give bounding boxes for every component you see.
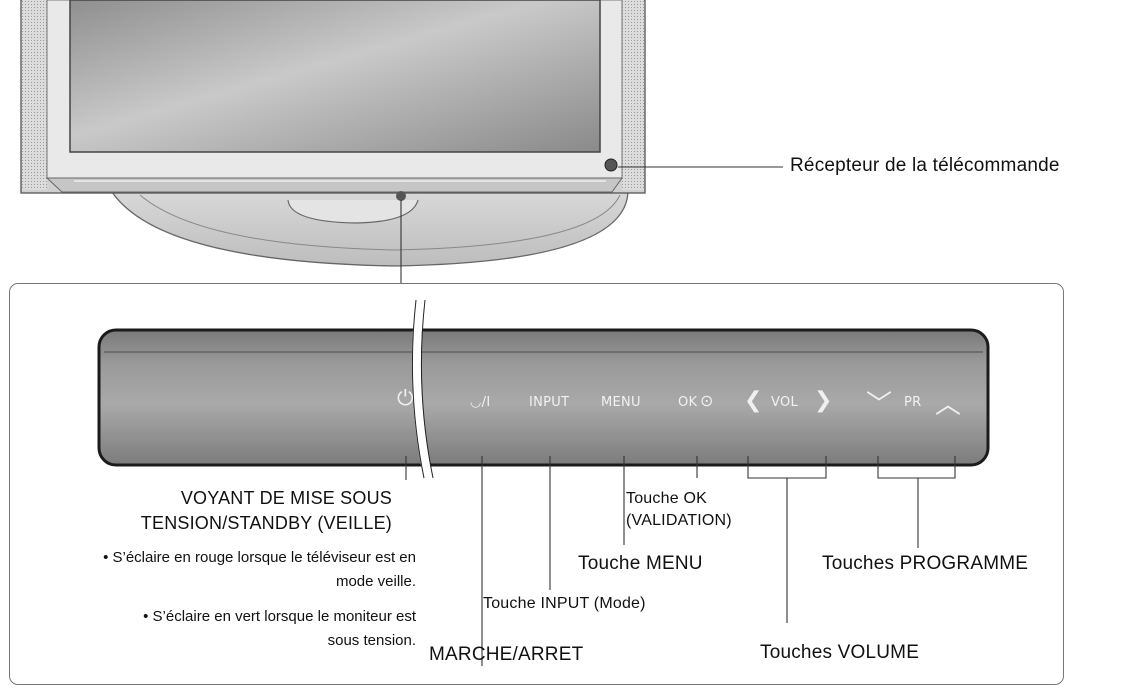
input-button-label[interactable]: INPUT bbox=[529, 395, 570, 410]
volume-down-chevron-icon[interactable]: ❮ bbox=[744, 388, 763, 413]
ok-button-callout: Touche OK (VALIDATION) bbox=[626, 488, 732, 532]
volume-label: VOL bbox=[771, 395, 799, 410]
ok-button-callout-line1: Touche OK bbox=[626, 490, 707, 507]
power-button-icon[interactable]: ◡/I bbox=[470, 395, 491, 410]
panel-location-dot bbox=[396, 191, 406, 201]
volume-buttons-callout: Touches VOLUME bbox=[760, 642, 920, 663]
programme-up-chevron-icon[interactable]: ︿ bbox=[935, 390, 962, 420]
programme-label: PR bbox=[904, 395, 922, 410]
tv-stand bbox=[110, 191, 629, 267]
leader-lines-bottom bbox=[405, 456, 956, 666]
menu-button-callout: Touche MENU bbox=[578, 553, 703, 574]
programme-buttons-callout: Touches PROGRAMME bbox=[822, 553, 1029, 574]
leader-lines-top bbox=[400, 166, 783, 283]
right-speaker-grille bbox=[622, 0, 644, 190]
ok-button-label[interactable]: OK bbox=[678, 395, 698, 410]
standby-note-line1: • S’éclaire en rouge lorsque le télévise… bbox=[103, 549, 416, 566]
power-indicator-icon: ⏻ bbox=[397, 386, 414, 410]
tv-screen bbox=[69, 0, 601, 153]
remote-receiver-callout: Récepteur de la télécommande bbox=[790, 155, 1060, 176]
volume-up-chevron-icon[interactable]: ❯ bbox=[814, 388, 833, 413]
power-indicator-callout-line1: VOYANT DE MISE SOUS bbox=[180, 488, 392, 508]
programme-down-chevron-icon[interactable]: ﹀ bbox=[866, 390, 893, 420]
power-on-note-line2: sous tension. bbox=[327, 632, 416, 649]
tv-body bbox=[20, 0, 646, 201]
power-button-callout: MARCHE/ARRET bbox=[429, 644, 584, 665]
standby-note-line2: mode veille. bbox=[335, 573, 416, 590]
ok-circle-icon: ⊙ bbox=[700, 391, 714, 410]
standby-note: • S’éclaire en rouge lorsque le télévise… bbox=[103, 546, 416, 594]
power-on-note-line1: • S’éclaire en vert lorsque le moniteur … bbox=[143, 608, 416, 625]
menu-button-label[interactable]: MENU bbox=[601, 395, 641, 410]
remote-receiver-sensor bbox=[604, 158, 618, 172]
left-speaker-grille bbox=[22, 0, 47, 190]
input-button-callout: Touche INPUT (Mode) bbox=[483, 595, 646, 612]
power-on-note: • S’éclaire en vert lorsque le moniteur … bbox=[143, 605, 416, 653]
panel-callout-frame bbox=[9, 283, 1064, 685]
control-panel bbox=[97, 299, 990, 479]
ok-button-callout-line2: (VALIDATION) bbox=[626, 512, 732, 529]
power-indicator-callout-line2: TENSION/STANDBY (VEILLE) bbox=[140, 513, 392, 533]
power-indicator-callout: VOYANT DE MISE SOUS TENSION/STANDBY (VEI… bbox=[141, 486, 392, 536]
